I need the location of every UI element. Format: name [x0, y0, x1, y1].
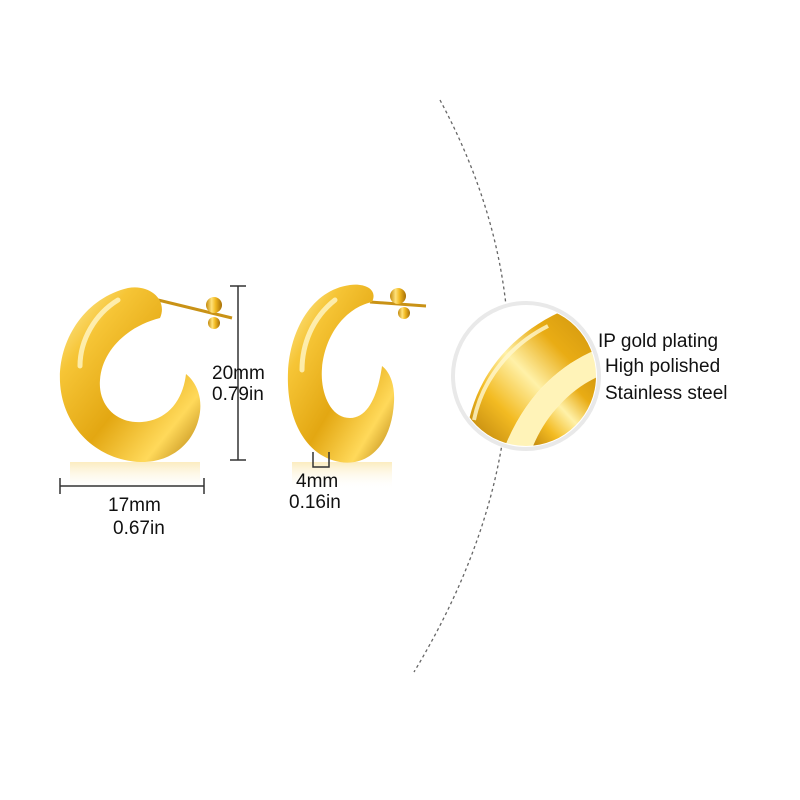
feature-plating: IP gold plating	[598, 331, 719, 352]
earring-front-butterfly-back	[206, 297, 222, 329]
feature-material: Stainless steel	[605, 383, 728, 404]
material-closeup-circle	[451, 301, 601, 451]
earring-side-butterfly-back	[390, 288, 410, 319]
width-mm-label: 17mm	[108, 495, 161, 516]
earring-front-hoop	[59, 287, 201, 463]
width-dimension-line	[59, 478, 205, 494]
earring-front-reflection	[70, 462, 200, 492]
earring-side-view	[287, 284, 427, 490]
height-in-label: 0.79in	[212, 384, 264, 405]
earring-front-view	[59, 287, 233, 492]
thickness-dimension-line	[312, 452, 330, 468]
earring-side-reflection	[292, 462, 392, 490]
height-mm-label: 20mm	[212, 363, 265, 384]
width-in-label: 0.67in	[113, 518, 165, 539]
thickness-in-label: 0.16in	[289, 492, 341, 513]
feature-finish: High polished	[605, 356, 721, 377]
height-dimension-line	[230, 285, 246, 461]
earring-front-post	[157, 298, 233, 320]
thickness-mm-label: 4mm	[296, 471, 339, 492]
earring-side-hoop	[287, 284, 395, 463]
